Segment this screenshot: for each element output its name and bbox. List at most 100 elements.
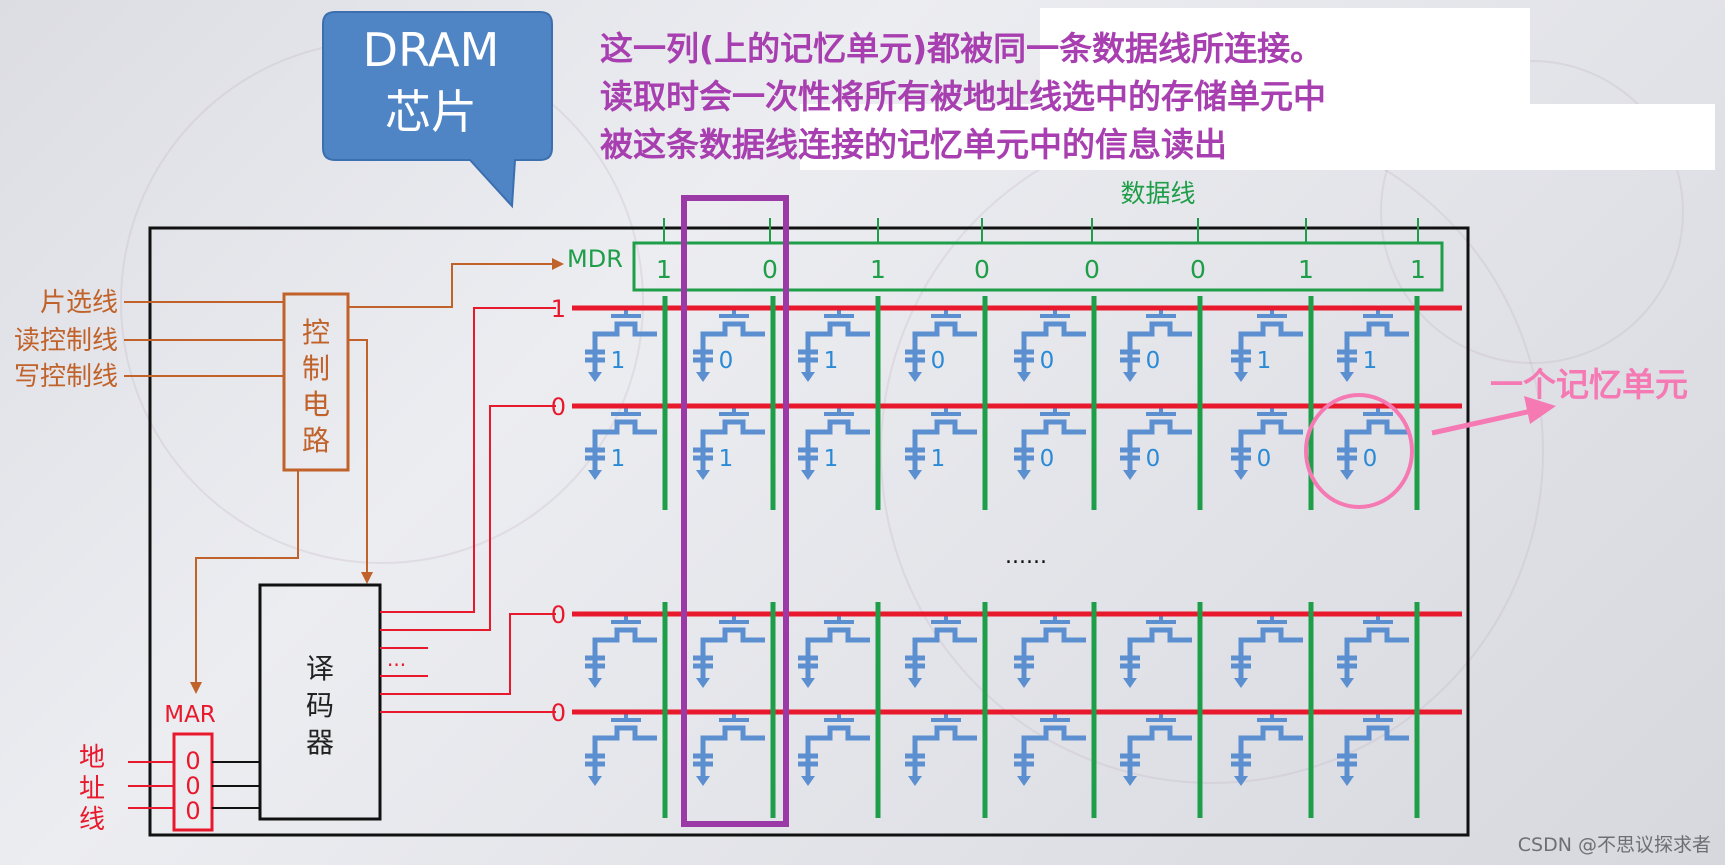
transistor <box>912 725 977 746</box>
memory-cell <box>1231 612 1303 688</box>
mar-bit: 0 <box>185 747 200 775</box>
transistor <box>1021 419 1086 440</box>
transistor <box>700 321 765 342</box>
transistor <box>1344 321 1409 342</box>
transistor <box>1127 725 1192 746</box>
ground-symbol <box>696 372 710 382</box>
memory-cell <box>905 404 977 480</box>
memory-cell <box>585 710 657 786</box>
control-to-mar-arrow <box>190 682 202 694</box>
memory-cell <box>1120 306 1192 382</box>
transistor <box>805 321 870 342</box>
cell-value: 1 <box>719 446 734 472</box>
ground-symbol <box>696 776 710 786</box>
ground-symbol <box>908 678 922 688</box>
word-line-value: 0 <box>551 393 566 421</box>
description-line-2: 读取时会一次性将所有被地址线选中的存储单元中 <box>600 77 1326 116</box>
control-circuit-label: 路 <box>302 424 330 457</box>
memory-cell <box>1014 612 1086 688</box>
dram-callout <box>322 11 553 209</box>
decoder-label: 码 <box>306 689 334 722</box>
control-circuit-label: 电 <box>302 388 330 421</box>
middle-ellipsis: ...... <box>1005 544 1047 569</box>
ground-symbol <box>1017 372 1031 382</box>
memory-cell <box>1337 306 1409 382</box>
cell-value: 1 <box>824 348 839 374</box>
mdr-bit: 0 <box>974 255 990 284</box>
description-panel <box>1040 8 1530 104</box>
mdr-label: MDR <box>567 245 623 273</box>
cell-value: 1 <box>1363 348 1378 374</box>
cell-value: 0 <box>719 348 734 374</box>
transistor <box>1344 627 1409 648</box>
ground-symbol <box>588 470 602 480</box>
transistor <box>1021 627 1086 648</box>
ground-symbol <box>801 470 815 480</box>
control-input-label: 写控制线 <box>14 362 118 392</box>
memory-cell <box>905 612 977 688</box>
cell-value: 0 <box>1146 348 1161 374</box>
transistor <box>592 627 657 648</box>
transistor <box>1344 419 1409 440</box>
memory-cell <box>798 404 870 480</box>
memory-cell <box>585 404 657 480</box>
transistor <box>1344 725 1409 746</box>
memory-cell <box>585 306 657 382</box>
transistor <box>912 627 977 648</box>
mar-bit: 0 <box>185 772 200 800</box>
transistor <box>700 725 765 746</box>
description-line-1: 这一列(上的记忆单元)都被同一条数据线所连接。 <box>600 29 1324 68</box>
highlighted-column <box>681 195 789 827</box>
mdr-bit: 1 <box>870 255 886 284</box>
word-line-value: 0 <box>551 601 566 629</box>
memory-cell <box>1014 710 1086 786</box>
address-line-label: 线 <box>79 805 105 835</box>
mdr-bit: 0 <box>762 255 778 284</box>
ground-symbol <box>1123 678 1137 688</box>
control-circuit <box>282 292 350 472</box>
control-to-mdr-arrow <box>552 258 564 270</box>
cell-value: 1 <box>611 348 626 374</box>
memory-cell <box>1231 710 1303 786</box>
memory-cell <box>1337 612 1409 688</box>
ground-symbol <box>1123 776 1137 786</box>
ground-symbol <box>1340 776 1354 786</box>
transistor <box>592 321 657 342</box>
mdr-bit: 1 <box>1410 255 1426 284</box>
chip-outline <box>148 226 1470 837</box>
ground-symbol <box>801 776 815 786</box>
control-to-decoder-wire <box>348 339 368 572</box>
transistor <box>1238 627 1303 648</box>
ground-symbol <box>801 678 815 688</box>
transistor <box>1238 321 1303 342</box>
memory-cell <box>1120 710 1192 786</box>
control-circuit-label: 制 <box>302 352 330 385</box>
description-line-3: 被这条数据线连接的记忆单元中的信息读出 <box>600 125 1227 164</box>
memory-cell <box>693 710 765 786</box>
cell-value: 0 <box>1363 446 1378 472</box>
decoder-label: 译 <box>306 652 334 685</box>
callout-title: DRAM <box>362 23 500 77</box>
cell-value: 0 <box>931 348 946 374</box>
memory-cell <box>798 710 870 786</box>
ground-symbol <box>1234 678 1248 688</box>
ground-symbol <box>1017 470 1031 480</box>
transistor <box>1127 627 1192 648</box>
memory-cell <box>693 404 765 480</box>
decoder-ellipsis: ... <box>387 647 406 671</box>
memory-cell <box>1120 404 1192 480</box>
ground-symbol <box>1017 776 1031 786</box>
transistor <box>1127 321 1192 342</box>
memory-cell <box>1120 612 1192 688</box>
cell-value: 1 <box>931 446 946 472</box>
mar-label: MAR <box>164 702 216 728</box>
control-input-label: 读控制线 <box>14 326 118 356</box>
address-input-wires <box>128 761 260 809</box>
transistor <box>592 725 657 746</box>
ground-symbol <box>801 372 815 382</box>
annotation-arrow-line <box>1431 407 1537 436</box>
memory-cell <box>1337 710 1409 786</box>
transistor <box>700 627 765 648</box>
ground-symbol <box>696 470 710 480</box>
